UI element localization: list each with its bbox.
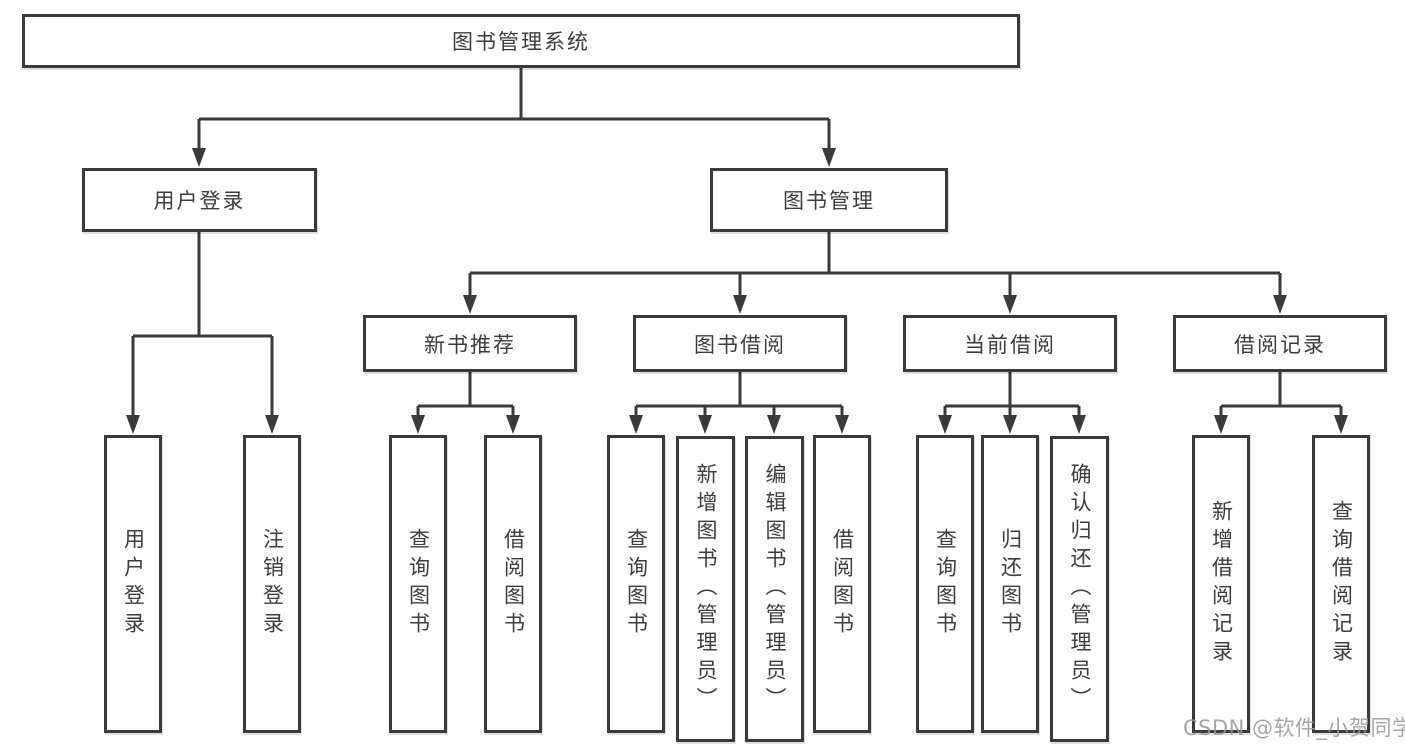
leaf-logout: 注销登录 (243, 435, 301, 733)
node-library-management-system: 图书管理系统 (22, 14, 1020, 68)
csdn-watermark: CSDN @软件_小贺同学 (1183, 716, 1405, 740)
leaf-user-login: 用户登录 (104, 435, 162, 733)
leaf-borrow-books-2: 借阅图书 (813, 435, 871, 733)
leaf-label: 借阅图书 (830, 528, 855, 640)
leaf-label: 查询图书 (624, 528, 649, 640)
leaf-query-borrow-record: 查询借阅记录 (1312, 435, 1370, 733)
node-user-login: 用户登录 (82, 168, 317, 232)
leaf-confirm-return-admin: 确认归还（管理员） (1050, 436, 1109, 742)
leaf-label: 归还图书 (998, 528, 1023, 640)
leaf-query-books-3: 查询图书 (916, 435, 974, 733)
leaf-borrow-books-1: 借阅图书 (484, 435, 542, 733)
leaf-query-books-2: 查询图书 (607, 435, 665, 733)
leaf-label: 查询图书 (933, 528, 958, 640)
leaf-label: 新增图书（管理员） (694, 463, 718, 715)
node-book-borrow: 图书借阅 (633, 315, 847, 372)
arrowheads (126, 148, 1348, 434)
leaf-label: 注销登录 (260, 528, 285, 640)
node-book-management: 图书管理 (710, 168, 948, 232)
leaf-query-books-1: 查询图书 (389, 435, 447, 733)
leaf-add-book-admin: 新增图书（管理员） (676, 436, 735, 742)
leaf-label: 编辑图书（管理员） (763, 463, 787, 715)
leaf-label: 借阅图书 (501, 528, 526, 640)
leaf-label: 新增借阅记录 (1209, 500, 1234, 668)
leaf-return-book: 归还图书 (981, 435, 1039, 733)
node-new-book-recommend: 新书推荐 (363, 315, 577, 372)
node-current-borrow: 当前借阅 (903, 315, 1117, 372)
leaf-label: 用户登录 (121, 528, 146, 640)
node-borrow-record: 借阅记录 (1173, 315, 1387, 372)
leaf-add-borrow-record: 新增借阅记录 (1192, 435, 1250, 733)
leaf-label: 查询借阅记录 (1329, 500, 1354, 668)
leaf-edit-book-admin: 编辑图书（管理员） (745, 436, 804, 742)
leaf-label: 查询图书 (406, 528, 431, 640)
leaf-label: 确认归还（管理员） (1068, 463, 1092, 715)
